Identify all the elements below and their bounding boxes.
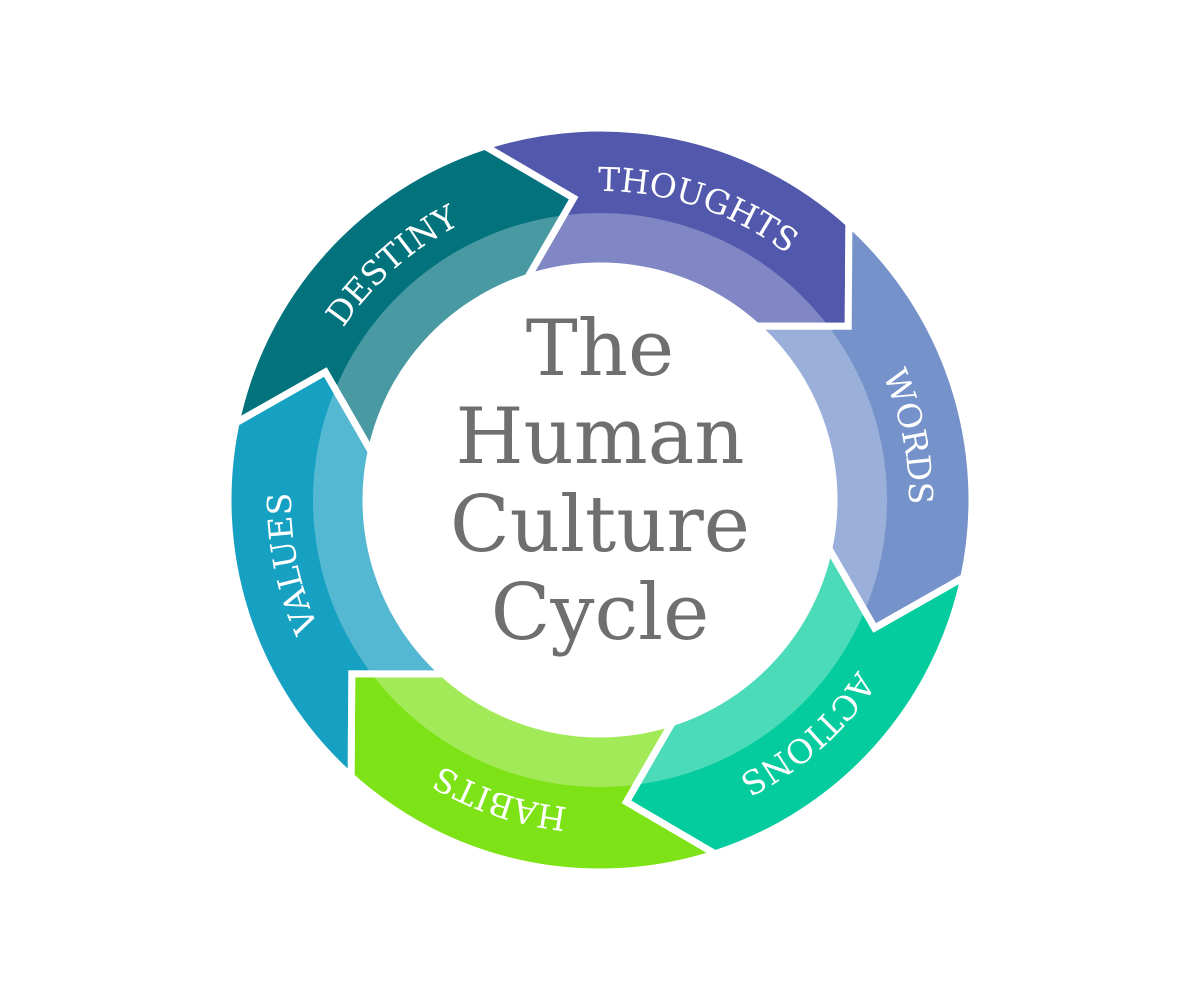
- center-title-line-3: Culture: [450, 480, 750, 570]
- center-title-line-4: Cycle: [490, 568, 710, 658]
- segment-destiny-separator: [231, 142, 579, 462]
- center-title-line-2: Human: [455, 392, 745, 482]
- center-title: The Human Culture Cycle: [400, 305, 800, 657]
- center-title-line-1: The: [525, 304, 675, 394]
